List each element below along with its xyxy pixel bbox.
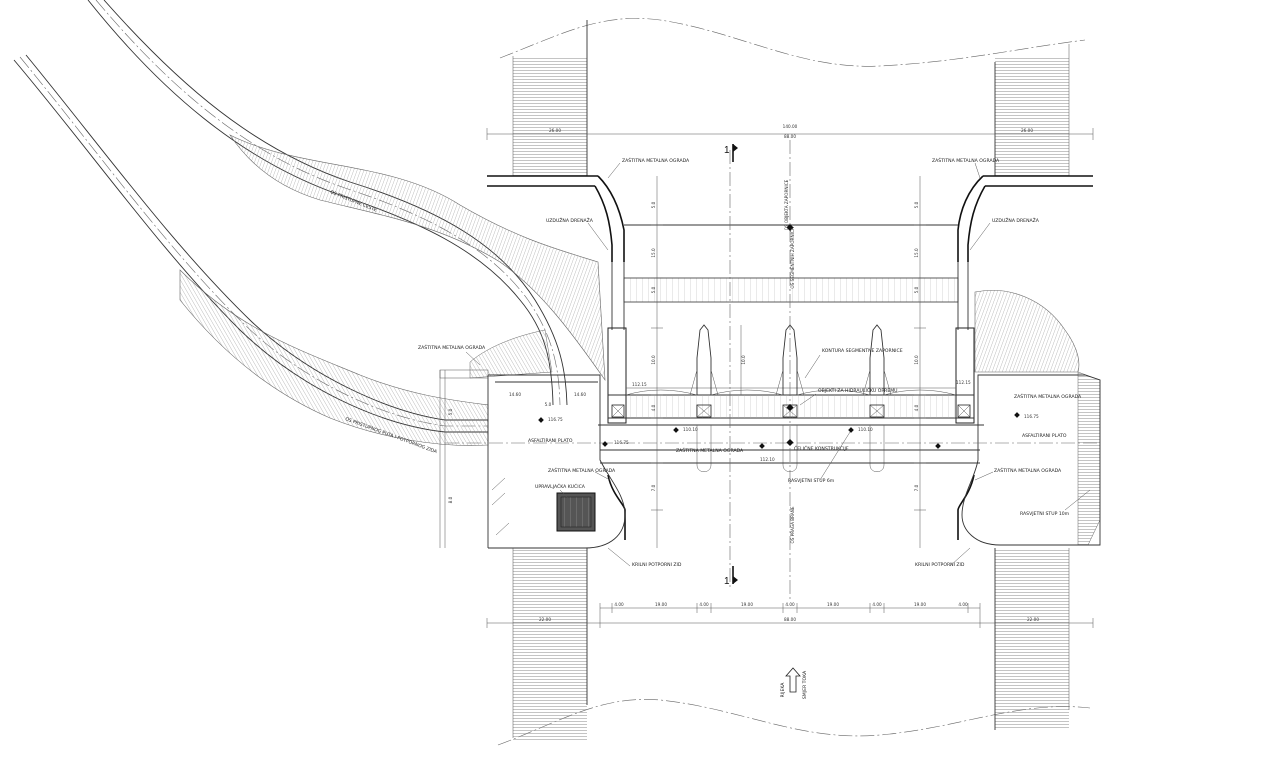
label-guard-rail-tr: ZAŠTITNA METALNA OGRADA	[932, 157, 1000, 164]
vdim-top-l: 5.0	[651, 201, 656, 208]
label-wing-wall-right: KRILNI POTPORNI ZID	[915, 562, 965, 568]
vdim-weir-l: 10.0	[651, 355, 656, 365]
label-control-house: UPRAVLJAČKA KUĆICA	[535, 483, 586, 490]
vdim-deck-l: 8.0	[448, 496, 453, 503]
label-drain-right: UZDUŽNA DRENAŽA	[992, 216, 1040, 224]
elev-deck-low: 110.10	[683, 427, 698, 432]
dim-bottom-center: 88.00	[784, 617, 796, 622]
dim-bottom-left: 22.00	[539, 617, 551, 622]
dim-river: 88.00	[784, 134, 796, 139]
vdim-bottom-l: 7.0	[651, 484, 656, 491]
vertical-dimensions: 5.0 15.0 5.0 10.0 4.0 7.0 5.0 15.0 5.0 1…	[448, 176, 926, 548]
dim-right-bank: 26.00	[1021, 128, 1033, 133]
dim-opening-2: 19.00	[741, 602, 753, 607]
right-plateau: 116.75	[961, 374, 1101, 546]
pier-3	[862, 324, 892, 472]
dim-opening-4: 19.00	[914, 602, 926, 607]
elev-deck-low-2: 110.10	[858, 427, 873, 432]
vdim-bottom-r: 7.0	[914, 484, 919, 491]
pier-1	[689, 324, 719, 472]
lamp-posts: 116.75 112.15 110.10 112.10 110.10 112.1…	[602, 380, 971, 462]
label-asphalt-left: ASFALTIRANI PLATO	[528, 438, 573, 444]
right-embankment	[974, 290, 1101, 546]
segment-gates	[625, 389, 957, 396]
label-guard-rail-tl: ZAŠTITNA METALNA OGRADA	[622, 157, 690, 164]
end-piers	[611, 404, 971, 418]
label-lamp-center: RASVJETNI STUP 6m	[788, 478, 835, 484]
elev-pier-top-2: 112.15	[956, 380, 971, 385]
label-lifting-device: OBJEKTI ZA HIDRAULIČKU OPREMU	[818, 387, 898, 394]
axis-label-lower: OS PRAGA BRANE	[790, 506, 795, 543]
elev-deck: 116.75	[614, 440, 629, 445]
embankment-hatch	[179, 134, 606, 446]
dim-road-gap: 5.0	[545, 402, 552, 407]
right-bank-slope	[994, 44, 1070, 730]
dim-left-bank: 26.00	[549, 128, 561, 133]
bottom-dimension-line: 4.00 19.00 4.00 19.00 4.00 19.00 4.00 19…	[486, 602, 1094, 628]
axis-label-upper: OS OBJEKTA ZAPORNICE	[784, 179, 789, 230]
access-road-upper	[87, 0, 568, 406]
section-label-top: 1	[724, 145, 730, 156]
dim-road-right: 14.60	[574, 392, 586, 397]
dim-pier-3: 4.00	[785, 602, 795, 607]
access-road-lower	[13, 54, 488, 433]
label-guard-rail-left: ZAŠTITNA METALNA OGRADA	[418, 344, 486, 351]
label-guard-rail-mr: ZAŠTITNA METALNA OGRADA	[994, 467, 1062, 474]
upstream-banks	[487, 175, 1093, 262]
label-flow-river: RIJEKA	[780, 682, 786, 698]
axis-lines: OS OBJEKTA ZAPORNICE OS SEGMENTNIH ZAPOR…	[445, 140, 1100, 600]
label-drain-left: UZDUŽNA DRENAŽA	[546, 216, 594, 224]
label-lamp-right: RASVJETNI STUP 10m	[1020, 511, 1070, 517]
label-wing-wall-left: KRILNI POTPORNI ZID	[632, 562, 682, 568]
dim-pier-2: 4.00	[699, 602, 709, 607]
channel-walls	[611, 224, 969, 330]
left-plateau: 14.60 5.0 14.60 116.75	[439, 369, 626, 549]
left-bank-slope	[512, 20, 588, 740]
vdim-bridge-r: 4.0	[914, 404, 919, 411]
dim-pier-5: 4.00	[958, 602, 968, 607]
vdim-lower-r: 5.0	[914, 286, 919, 293]
dim-pier-1: 4.00	[614, 602, 624, 607]
dim-opening-1: 19.00	[655, 602, 667, 607]
label-steel-structure: ČELIČNE KONSTRUKCIJE	[794, 445, 849, 452]
label-asphalt-right: ASFALTIRANI PLATO	[1022, 433, 1067, 439]
vdim-weir-r: 10.0	[914, 355, 919, 365]
section-label-bottom: 1	[724, 576, 730, 587]
vdim-weir-c: 10.0	[741, 355, 746, 365]
section-marker-top: 1	[724, 144, 738, 162]
dim-pier-4: 4.00	[872, 602, 882, 607]
dim-road-left: 14.60	[509, 392, 521, 397]
elev-plateau-left: 116.75	[548, 417, 563, 422]
vdim-road-l: 5.0	[448, 408, 453, 415]
dim-total: 140.00	[783, 124, 798, 129]
elev-pier-top: 112.15	[632, 382, 647, 387]
vdim-mid-r: 15.0	[914, 248, 919, 258]
label-guard-rail-ml: ZAŠTITNA METALNA OGRADA	[548, 467, 616, 474]
label-guard-rail-center: ZAŠTITNA METALNA OGRADA	[676, 447, 744, 454]
axis-label-mid: OS SEGMENTNIH ZAPORNICA	[790, 227, 795, 288]
top-dimension-line: 140.00 26.00 88.00 26.00	[486, 124, 1094, 140]
section-marker-bottom: 1	[724, 566, 738, 587]
label-flow-direction: SMJER TOKA	[802, 670, 808, 699]
label-guard-rail-right: ZAŠTITNA METALNA OGRADA	[1014, 393, 1082, 400]
vdim-mid-l: 15.0	[651, 248, 656, 258]
vdim-top-r: 5.0	[914, 201, 919, 208]
elev-plateau-right: 116.75	[1024, 414, 1039, 419]
vdim-bridge-l: 4.0	[651, 404, 656, 411]
flow-arrow: RIJEKA SMJER TOKA	[780, 667, 808, 699]
elev-deck-mid: 112.10	[760, 457, 775, 462]
label-gate-contour: KONTURA SEGMENTNE ZAPORNICE	[822, 348, 903, 354]
dim-bottom-right: 22.00	[1027, 617, 1039, 622]
dim-opening-3: 19.00	[827, 602, 839, 607]
vdim-lower-l: 5.0	[651, 286, 656, 293]
